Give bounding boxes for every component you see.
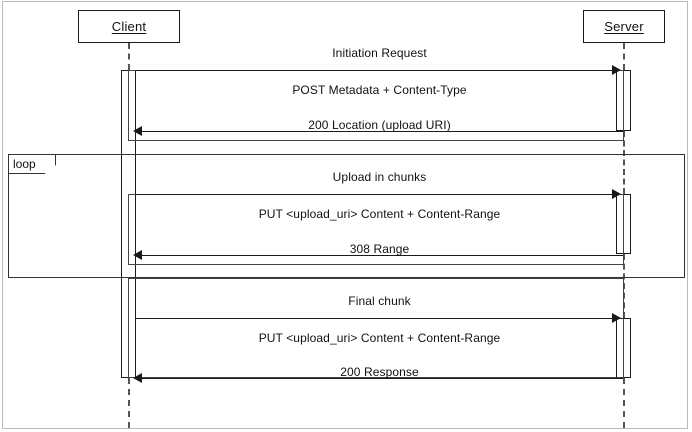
combined-fragment-loop [8, 154, 685, 278]
message-label-put-final: PUT <upload_uri> Content + Content-Range [258, 331, 501, 345]
fragment-operator-loop: loop [8, 154, 56, 174]
arrowhead-right-put-chunk [612, 189, 621, 199]
message-line-200-response[interactable] [140, 378, 623, 379]
participant-client-label: Client [111, 19, 147, 34]
participant-server-label: Server [604, 19, 644, 34]
message-label-post-metadata: POST Metadata + Content-Type [292, 83, 467, 97]
participant-client[interactable]: Client [78, 10, 180, 43]
message-label-200-location: 200 Location (upload URI) [308, 118, 451, 132]
message-line-200-location[interactable] [140, 131, 623, 132]
arrowhead-left-308-range [133, 250, 142, 260]
arrowhead-left-200-response [133, 373, 142, 383]
participant-server[interactable]: Server [583, 10, 665, 43]
message-line-308-range[interactable] [140, 255, 623, 256]
lifeline-client-bottom [128, 378, 130, 428]
message-label-308-range: 308 Range [349, 242, 410, 256]
lifeline-server-seg1 [623, 43, 625, 70]
lifeline-server-seg2 [623, 131, 625, 194]
lifeline-server-seg4 [623, 378, 625, 428]
lifeline-server-seg3 [623, 254, 625, 318]
message-line-post-metadata[interactable] [136, 70, 619, 71]
message-line-put-chunk[interactable] [136, 194, 619, 195]
group-header-upload-chunks: Upload in chunks [332, 170, 427, 184]
group-header-initiation: Initiation Request [332, 46, 427, 60]
message-line-put-final[interactable] [136, 318, 619, 319]
lifeline-client-top [128, 43, 130, 70]
message-label-put-chunk: PUT <upload_uri> Content + Content-Range [258, 207, 501, 221]
message-label-200-response: 200 Response [340, 365, 419, 379]
band-final-chunk [128, 278, 624, 378]
arrowhead-right-post-metadata [612, 65, 621, 75]
arrowhead-left-200-location [133, 126, 142, 136]
arrowhead-right-put-final [612, 313, 621, 323]
group-header-final-chunk: Final chunk [348, 294, 411, 308]
